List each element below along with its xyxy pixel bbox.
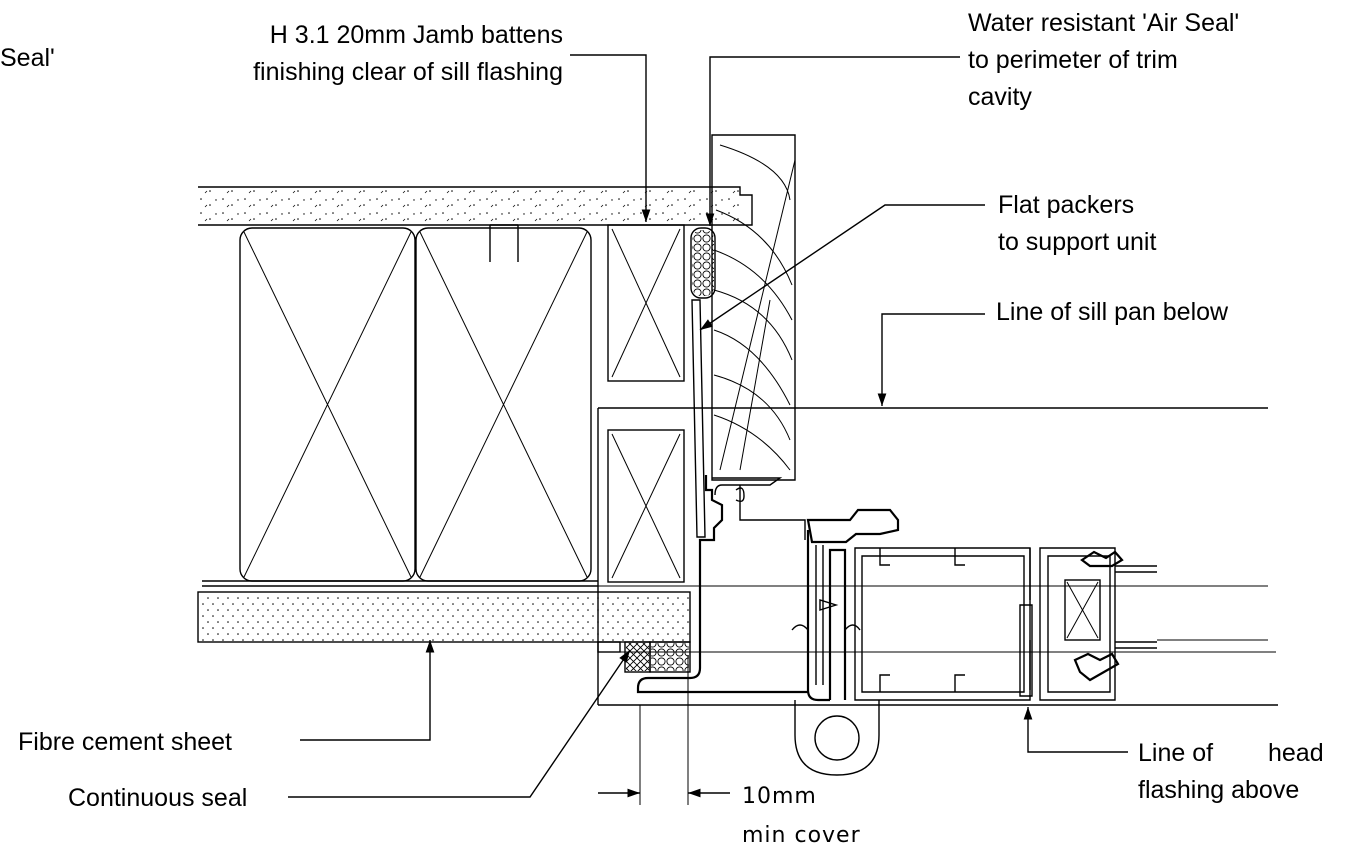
head-flashing-label-line2: flashing above: [1138, 776, 1299, 804]
top-board: [198, 186, 753, 226]
flat-packers-label-line1: Flat packers: [998, 191, 1134, 219]
flat-packer: [691, 299, 706, 538]
air-seal-label-line1: Water resistant 'Air Seal': [968, 9, 1239, 37]
sill-pan-label: Line of sill pan below: [996, 298, 1229, 326]
air-seal-label-line2: to perimeter of trim: [968, 46, 1178, 74]
dimension-10mm: [598, 655, 730, 805]
framing-studs: [202, 224, 598, 587]
partial-left-label: Seal': [0, 44, 55, 72]
jamb-battens-label-line2: finishing clear of sill flashing: [253, 58, 563, 86]
air-seal-label-line3: cavity: [968, 83, 1032, 111]
fibre-cement-label: Fibre cement sheet: [18, 728, 232, 756]
sill-flashing: [597, 407, 1278, 706]
aluminium-frame: [791, 508, 1157, 776]
air-seal-foam: [690, 227, 716, 299]
dimension-label-line1: 10mm: [742, 784, 817, 809]
continuous-seal-label: Continuous seal: [68, 784, 247, 812]
continuous-seal: [597, 641, 691, 673]
jamb-battens-label-line1: H 3.1 20mm Jamb battens: [270, 21, 563, 49]
jamb-battens: [607, 224, 685, 583]
head-flashing-label-line1b: head: [1268, 739, 1324, 767]
flat-packers-label-line2: to support unit: [998, 228, 1156, 256]
reference-lines: [598, 585, 1276, 653]
dimension-label-line2: min cover: [742, 823, 861, 848]
reveal-trim: [711, 134, 796, 481]
fibre-cement-sheet: [197, 591, 691, 643]
head-flashing-label-line1: Line of: [1138, 739, 1213, 767]
leader-lines: [288, 54, 1128, 798]
